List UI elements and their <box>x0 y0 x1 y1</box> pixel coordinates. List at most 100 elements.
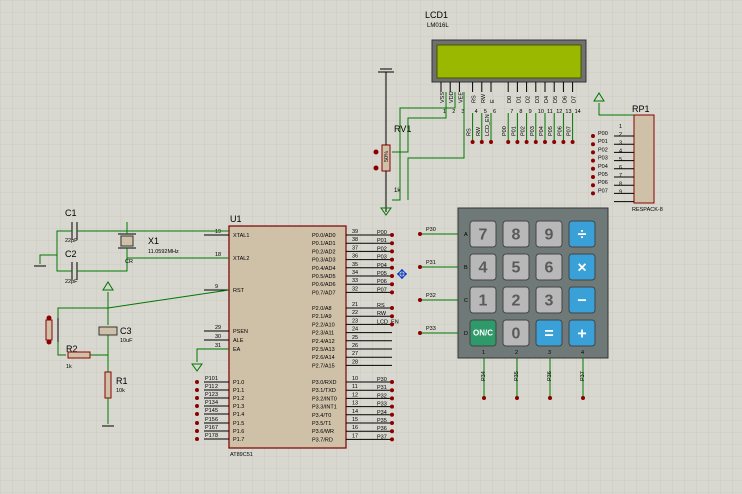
rp1-pin-number: 1 <box>619 124 622 130</box>
u1-p0-pin-name: P0.6/AD6 <box>312 282 336 288</box>
u1-p0-net-label: P00 <box>377 230 387 236</box>
u1-p0-pin-number: 32 <box>352 286 358 292</box>
u1-left-pin-name: P1.1 <box>233 388 244 394</box>
oscillator-circuit[interactable]: C1 22pF C2 22pF X1 11.0592MHz CR <box>34 208 229 285</box>
u1-p2-pin-name: P2.4/A12 <box>312 339 335 345</box>
keypad-key[interactable] <box>568 319 596 347</box>
lcd-ref: LCD1 <box>425 10 448 20</box>
u1-p2-net-label: RS <box>377 303 385 309</box>
keypad-row-net: P32 <box>426 293 436 299</box>
lcd-pin-terminal <box>524 140 529 144</box>
keypad-key[interactable] <box>535 220 563 248</box>
u1-p2-terminal <box>390 322 394 327</box>
keypad-key[interactable] <box>502 286 530 314</box>
u1-left-pin-number: 7 <box>215 425 218 431</box>
u1-p3-pin-number: 17 <box>352 433 358 439</box>
keypad-key[interactable] <box>502 253 530 281</box>
rp1-pin-number: 5 <box>619 157 622 163</box>
rv1-ground-arrow <box>380 207 392 216</box>
u1-p0-pin-name: P0.1/AD1 <box>312 241 336 247</box>
lcd-pin-name: D7 <box>572 96 578 103</box>
u1-p3-pin-number: 10 <box>352 376 358 382</box>
keypad-key[interactable] <box>469 253 497 281</box>
keypad-col-net: P37 <box>580 371 586 381</box>
lcd-pin-name: D6 <box>562 96 568 103</box>
rp1-net-label: P06 <box>598 180 608 186</box>
u1-p0-net-label: P04 <box>377 263 387 269</box>
keypad-key-label: 4 <box>479 259 488 276</box>
keypad-key-label: = <box>544 325 553 342</box>
u1-p2-pin-name: P2.0/A8 <box>312 306 332 312</box>
reset-button[interactable] <box>45 315 59 345</box>
lcd-pin-name: VDD <box>449 91 455 103</box>
keypad-key[interactable] <box>535 253 563 281</box>
lcd-pin-number: 2 <box>452 109 455 115</box>
rp1-net-label: P00 <box>598 131 608 137</box>
keypad-key[interactable] <box>502 220 530 248</box>
u1-p1-net-label: P17 <box>205 433 215 439</box>
keypad-key[interactable] <box>502 319 530 347</box>
keypad-key-label: 6 <box>545 259 554 276</box>
keypad-key-label: 9 <box>545 226 554 243</box>
u1-left-pin-name: P1.6 <box>233 429 244 435</box>
rp1-resistor-pack[interactable]: RP1 RESPACK-8 123456789P00P01P02P03P04P0… <box>591 92 663 213</box>
u1-p0-terminal <box>390 282 394 287</box>
keypad-key[interactable] <box>469 286 497 314</box>
u1-p3-net-label: P33 <box>377 402 387 408</box>
lcd-pin-name: D5 <box>553 96 559 103</box>
keypad-key-label: 3 <box>545 292 554 309</box>
u1-p0-terminal <box>390 265 394 270</box>
u1-p3-pin-name: P3.3/INT1 <box>312 405 337 411</box>
u1-p1-terminal <box>195 380 199 384</box>
u1-left-pin-name: XTAL1 <box>233 233 249 239</box>
u1-p1-net-label: P12 <box>205 392 215 398</box>
u1-p0-pin-name: P0.3/AD3 <box>312 258 336 264</box>
u1-p0-terminal <box>390 274 394 278</box>
u1-p0-pin-number: 33 <box>352 278 358 284</box>
lcd-net-label: P06 <box>557 126 563 136</box>
u1-p1-terminal <box>195 437 199 441</box>
u1-microcontroller[interactable]: U1 AT89C51 19XTAL118XTAL29RST29PSEN30ALE… <box>195 214 399 458</box>
keypad-key[interactable] <box>568 253 596 281</box>
rp1-net-label: P03 <box>598 156 608 162</box>
lcd-pin-name: RW <box>481 93 487 103</box>
u1-p2-pin-number: 21 <box>352 302 358 308</box>
lcd-pin-number: 4 <box>475 109 478 115</box>
lcd-net-label: RW <box>476 126 482 136</box>
rv1-ref: RV1 <box>394 124 411 134</box>
lcd-pin-name: D4 <box>544 96 550 103</box>
u1-p0-pin-name: P0.4/AD4 <box>312 266 336 272</box>
vcc-arrow <box>102 281 114 291</box>
keypad-key[interactable] <box>568 220 596 248</box>
u1-left-pin-number: 29 <box>215 325 221 331</box>
u1-p0-terminal <box>390 241 394 246</box>
rv1-potentiometer[interactable]: RV1 50% 1k <box>373 68 412 216</box>
u1-p0-pin-number: 35 <box>352 262 358 268</box>
keypad-col-net: P35 <box>514 371 520 381</box>
keypad-key[interactable] <box>568 286 596 314</box>
u1-left-pin-number: 5 <box>215 408 218 414</box>
u1-p3-pin-name: P3.7/RD <box>312 437 333 443</box>
u1-p0-terminal <box>390 249 394 254</box>
reset-circuit[interactable]: C3 10uF R2 1k R1 10k <box>45 281 230 427</box>
lcd-module[interactable]: LCD1 LM016L VSS1VDD2VEE3RS4RSRW5RWE6LCD_… <box>425 10 587 144</box>
keypad-key[interactable] <box>535 319 563 347</box>
u1-left-pin-number: 6 <box>215 417 218 423</box>
u1-p2-pin-number: 28 <box>352 359 358 365</box>
lcd-net-label: LCD_EN <box>485 114 491 136</box>
keypad-key[interactable] <box>469 319 497 347</box>
keypad-key[interactable] <box>469 220 497 248</box>
u1-p3-pin-number: 14 <box>352 409 358 415</box>
keypad-row-net: P30 <box>426 227 436 233</box>
keypad-key[interactable] <box>535 286 563 314</box>
u1-p0-net-label: P07 <box>377 287 387 293</box>
rp1-pin-terminal <box>591 150 595 155</box>
u1-p2-net-label: LCD_EN <box>377 319 399 325</box>
u1-p2-pin-number: 26 <box>352 343 358 349</box>
lcd-pin-name: E <box>490 99 496 103</box>
u1-p1-terminal <box>195 396 199 400</box>
u1-p2-pin-number: 27 <box>352 351 358 357</box>
